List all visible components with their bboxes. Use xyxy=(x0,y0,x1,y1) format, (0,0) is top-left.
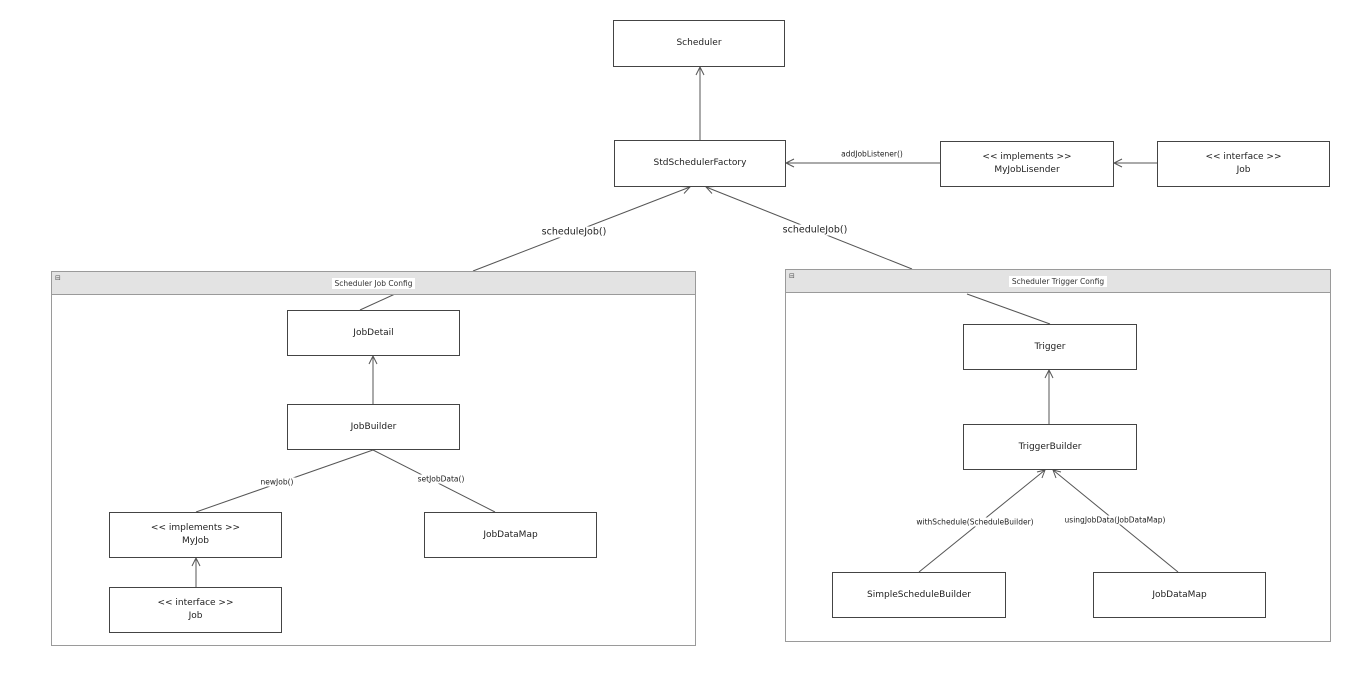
arrowhead xyxy=(680,186,692,194)
scheduler-trigger-config-frame: ⊟ Scheduler Trigger Config xyxy=(785,269,1331,642)
my-job-listener-node[interactable]: << implements >> MyJobLisender xyxy=(940,141,1114,187)
simple-schedule-builder-node[interactable]: SimpleScheduleBuilder xyxy=(832,572,1006,618)
node-label: JobDataMap xyxy=(1152,589,1207,600)
node-label: TriggerBuilder xyxy=(1018,441,1082,452)
std-scheduler-factory-node[interactable]: StdSchedulerFactory xyxy=(614,140,786,187)
scheduler-job-config-frame: ⊟ Scheduler Job Config xyxy=(51,271,696,646)
edge-label-with-schedule: withSchedule(ScheduleBuilder) xyxy=(914,517,1036,527)
node-label: JobDataMap xyxy=(483,529,538,540)
edge-label-add-job-listener: addJobListener() xyxy=(839,149,905,159)
frame-header: ⊟ Scheduler Job Config xyxy=(52,272,695,295)
my-job-node[interactable]: << implements >> MyJob xyxy=(109,512,282,558)
frame-title: Scheduler Job Config xyxy=(331,277,416,289)
scheduler-node[interactable]: Scheduler xyxy=(613,20,785,67)
node-label: MyJobLisender xyxy=(994,165,1060,175)
collapse-icon[interactable]: ⊟ xyxy=(789,272,795,280)
node-label: Scheduler xyxy=(676,38,722,48)
job-builder-node[interactable]: JobBuilder xyxy=(287,404,460,450)
node-label: Trigger xyxy=(1034,341,1066,352)
job-interface-bottom-node[interactable]: << interface >> Job xyxy=(109,587,282,633)
job-interface-node[interactable]: << interface >> Job xyxy=(1157,141,1330,187)
arrowhead xyxy=(695,65,705,76)
node-label: JobDetail xyxy=(353,327,394,338)
edge-label-new-job: newJob() xyxy=(258,477,296,487)
node-stereotype: << interface >> xyxy=(157,598,234,608)
arrowhead xyxy=(704,186,716,194)
job-data-map-left-node[interactable]: JobDataMap xyxy=(424,512,597,558)
node-stereotype: << interface >> xyxy=(1205,152,1282,162)
node-stereotype: << implements >> xyxy=(150,523,241,533)
edge-label-schedule-job-right: scheduleJob() xyxy=(780,224,850,236)
node-label: MyJob xyxy=(182,536,209,546)
collapse-icon[interactable]: ⊟ xyxy=(55,274,61,282)
edge-label-set-job-data: setJobData() xyxy=(415,474,467,484)
node-label: StdSchedulerFactory xyxy=(653,158,747,168)
job-detail-node[interactable]: JobDetail xyxy=(287,310,460,356)
trigger-builder-node[interactable]: TriggerBuilder xyxy=(963,424,1137,470)
frame-header: ⊟ Scheduler Trigger Config xyxy=(786,270,1330,293)
edge-label-schedule-job-left: scheduleJob() xyxy=(539,226,609,238)
node-label: Job xyxy=(188,611,203,621)
job-data-map-right-node[interactable]: JobDataMap xyxy=(1093,572,1266,618)
arrowhead xyxy=(784,158,795,168)
node-stereotype: << implements >> xyxy=(982,152,1072,162)
edge-label-using-job-data: usingJobData(JobDataMap) xyxy=(1062,515,1168,525)
trigger-node[interactable]: Trigger xyxy=(963,324,1137,370)
node-label: JobBuilder xyxy=(350,421,397,432)
frame-title: Scheduler Trigger Config xyxy=(1008,275,1108,287)
node-label: Job xyxy=(1236,165,1251,175)
node-label: SimpleScheduleBuilder xyxy=(867,589,971,600)
arrowhead xyxy=(1112,158,1123,168)
